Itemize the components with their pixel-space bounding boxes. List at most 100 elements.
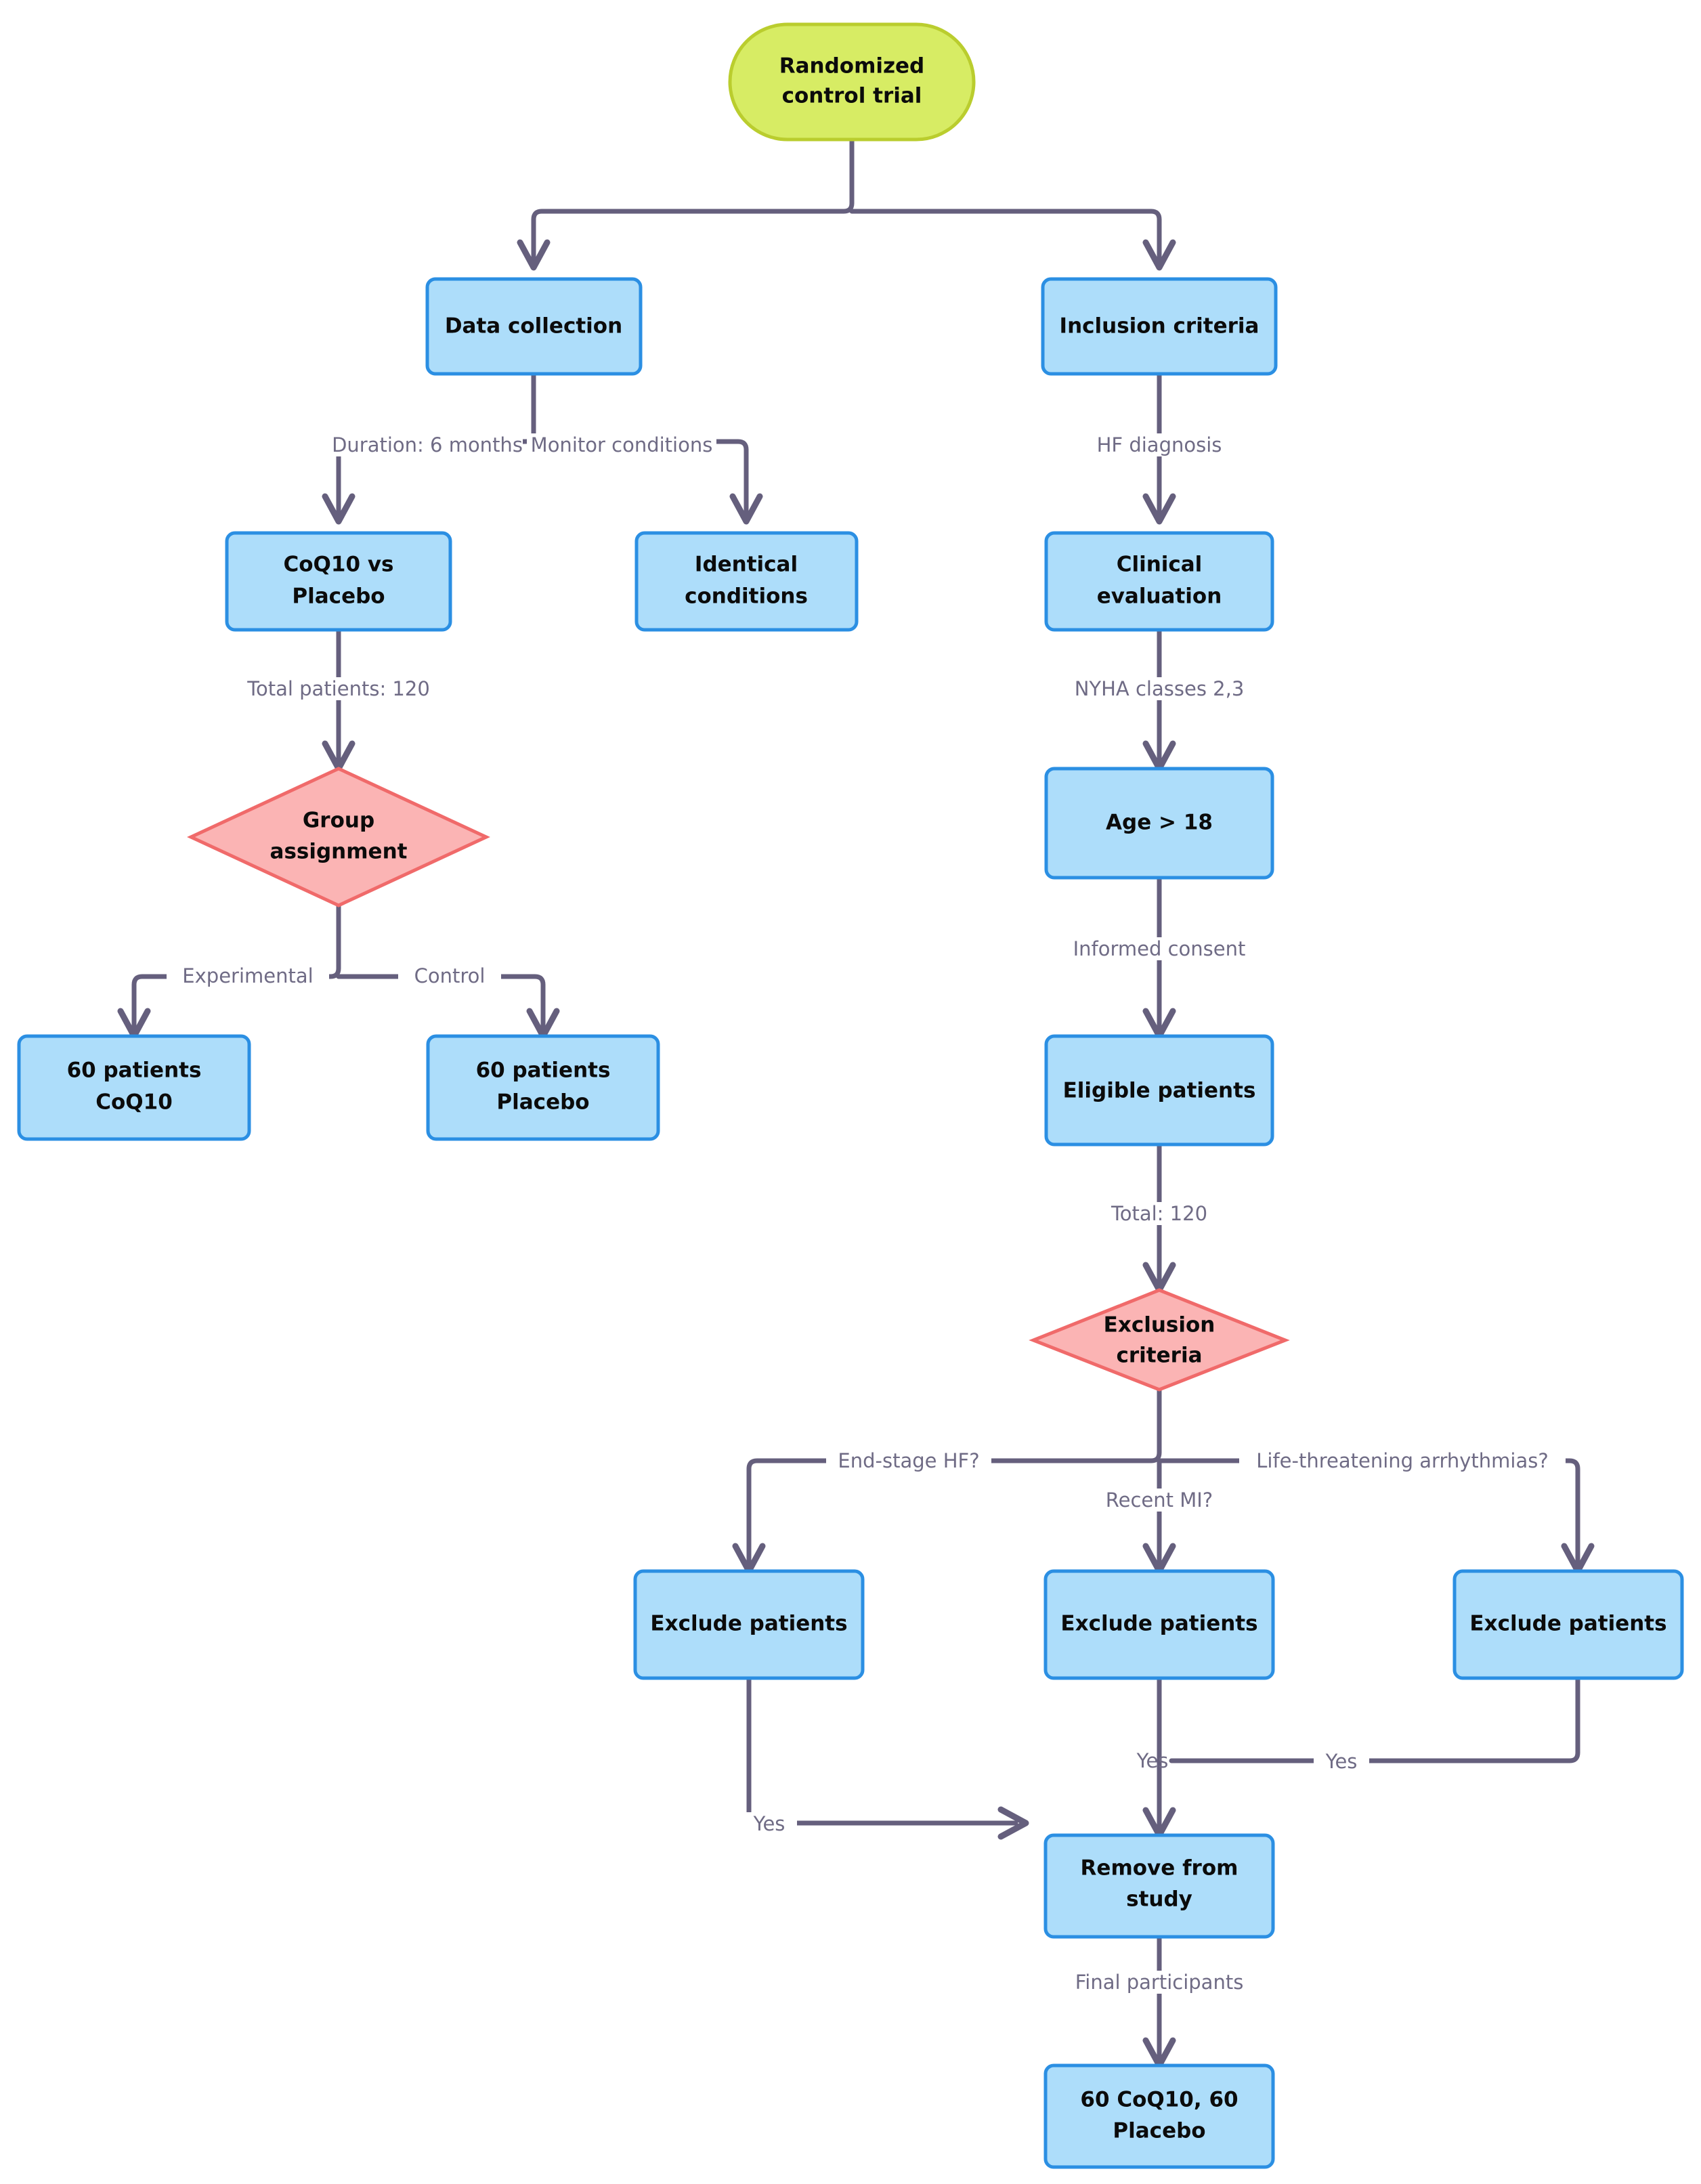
edge-start-right: [849, 209, 1162, 263]
node-identical-conditions-line-1: Identical: [695, 553, 798, 577]
edge-exclusion-left: [746, 1387, 1162, 1567]
node-final-counts-shape[interactable]: [1043, 2063, 1275, 2169]
node-identical-conditions[interactable]: Identical conditions: [634, 531, 859, 632]
arrow-start-to-inclusion: [1142, 239, 1176, 271]
node-eligible-patients-shape[interactable]: [1044, 1034, 1274, 1147]
edge-excluderight-remove: [1169, 1675, 1580, 1763]
node-remove-from-study-line-2: study: [1126, 1887, 1192, 1912]
edge-group-control: [336, 974, 546, 1032]
edge-label-total-120: Total: 120: [1111, 1202, 1207, 1225]
node-exclusion-criteria-line-1: Exclusion: [1104, 1313, 1215, 1337]
node-patients-placebo-shape[interactable]: [426, 1034, 660, 1141]
edge-label-experimental: Experimental: [182, 964, 313, 987]
edge-start-split: [531, 134, 855, 263]
edge-label-control: Control: [414, 964, 486, 987]
edge-label-bg-control: [398, 964, 501, 987]
edge-label-bg-monitor: [527, 433, 716, 456]
edge-label-bg-arrhythmias: [1239, 1449, 1566, 1472]
node-clinical-evaluation-line-2: evaluation: [1097, 584, 1222, 609]
arrow-to-identical-conditions: [729, 493, 763, 525]
edges-layer: [117, 134, 1595, 2069]
arrow-excludeleft-to-remove: [997, 1806, 1029, 1840]
nodes-layer: Randomized control trial Data collection…: [17, 22, 1684, 2169]
edge-label-yes-center: Yes: [1136, 1749, 1169, 1772]
node-age-over-18-shape[interactable]: [1044, 767, 1274, 880]
edge-label-bg-recentmi: [1098, 1489, 1222, 1512]
node-group-assignment[interactable]: Group assignment: [187, 767, 490, 907]
edge-label-monitor-conditions: Monitor conditions: [531, 433, 713, 456]
node-start-line-1: Randomized: [779, 54, 925, 79]
node-group-assignment-line-1: Group: [303, 809, 374, 833]
node-inclusion-criteria-shape[interactable]: [1041, 277, 1278, 376]
node-patients-placebo[interactable]: 60 patients Placebo: [426, 1034, 660, 1141]
node-patients-coq10-shape[interactable]: [17, 1034, 251, 1141]
node-inclusion-criteria-label: Inclusion criteria: [1060, 314, 1259, 339]
edge-label-bg-total-patients: [236, 677, 442, 700]
edge-label-bg-experimental: [167, 964, 329, 987]
node-remove-from-study-shape[interactable]: [1043, 1833, 1275, 1939]
node-exclude-left-label: Exclude patients: [650, 1612, 847, 1636]
edge-label-bg-nyha: [1055, 677, 1264, 700]
node-final-counts-line-1: 60 CoQ10, 60: [1080, 2088, 1238, 2112]
node-exclude-right-label: Exclude patients: [1469, 1612, 1666, 1636]
node-patients-coq10[interactable]: 60 patients CoQ10: [17, 1034, 251, 1141]
node-patients-placebo-line-2: Placebo: [496, 1090, 589, 1115]
node-age-over-18-label: Age > 18: [1106, 811, 1213, 835]
node-coq10-vs-placebo-line-2: Placebo: [292, 584, 385, 609]
edge-label-end-stage-hf: End-stage HF?: [838, 1449, 979, 1472]
edge-label-bg-duration: [332, 433, 523, 456]
node-exclude-left[interactable]: Exclude patients: [633, 1569, 865, 1680]
node-start-shape[interactable]: [728, 22, 976, 142]
edge-label-bg-finalparticipants: [1055, 1971, 1264, 1994]
node-data-collection-label: Data collection: [445, 314, 622, 339]
edge-label-nyha-classes: NYHA classes 2,3: [1075, 677, 1245, 700]
node-patients-coq10-line-1: 60 patients: [67, 1058, 202, 1083]
node-identical-conditions-shape[interactable]: [634, 531, 859, 632]
node-remove-from-study[interactable]: Remove from study: [1043, 1833, 1275, 1939]
edge-excludeleft-remove: [746, 1675, 1018, 1826]
edge-label-bg-hf: [1078, 433, 1241, 456]
node-exclude-center[interactable]: Exclude patients: [1043, 1569, 1275, 1680]
node-data-collection-shape[interactable]: [425, 277, 643, 376]
node-data-collection[interactable]: Data collection: [425, 277, 643, 376]
edge-label-recent-mi: Recent MI?: [1106, 1489, 1213, 1512]
edge-label-life-threatening: Life-threatening arrhythmias?: [1256, 1449, 1549, 1472]
node-clinical-evaluation[interactable]: Clinical evaluation: [1044, 531, 1274, 632]
node-identical-conditions-line-2: conditions: [685, 584, 808, 609]
arrow-to-coq10-placebo: [322, 493, 356, 525]
node-final-counts-line-2: Placebo: [1113, 2119, 1205, 2143]
node-start[interactable]: Randomized control trial: [728, 22, 976, 142]
node-eligible-patients[interactable]: Eligible patients: [1044, 1034, 1274, 1147]
node-exclude-left-shape[interactable]: [633, 1569, 865, 1680]
node-start-line-2: control trial: [782, 84, 922, 108]
node-exclude-center-shape[interactable]: [1043, 1569, 1275, 1680]
node-inclusion-criteria[interactable]: Inclusion criteria: [1041, 277, 1278, 376]
edge-label-bg-yesright: [1314, 1750, 1369, 1773]
edge-label-hf-diagnosis: HF diagnosis: [1097, 433, 1222, 456]
node-patients-coq10-line-2: CoQ10: [95, 1090, 173, 1115]
edge-label-bg-yesleft: [741, 1812, 797, 1835]
edge-label-bg-total120: [1094, 1202, 1224, 1225]
node-exclusion-criteria[interactable]: Exclusion criteria: [1029, 1288, 1290, 1392]
node-coq10-vs-placebo[interactable]: CoQ10 vs Placebo: [225, 531, 452, 632]
node-exclusion-criteria-shape[interactable]: [1029, 1288, 1290, 1392]
node-exclude-right[interactable]: Exclude patients: [1452, 1569, 1684, 1680]
edge-label-total-patients: Total patients: 120: [246, 677, 430, 700]
edge-label-yes-left: Yes: [753, 1812, 785, 1835]
node-coq10-vs-placebo-shape[interactable]: [225, 531, 452, 632]
node-group-assignment-line-2: assignment: [270, 840, 408, 864]
node-final-counts[interactable]: 60 CoQ10, 60 Placebo: [1043, 2063, 1275, 2169]
node-exclude-center-label: Exclude patients: [1060, 1612, 1257, 1636]
node-age-over-18[interactable]: Age > 18: [1044, 767, 1274, 880]
node-clinical-evaluation-shape[interactable]: [1044, 531, 1274, 632]
node-exclude-right-shape[interactable]: [1452, 1569, 1684, 1680]
node-exclusion-criteria-line-2: criteria: [1117, 1344, 1203, 1368]
edge-label-final-participants: Final participants: [1075, 1971, 1244, 1994]
arrow-start-to-data-collection: [517, 239, 551, 271]
edge-label-yes-right: Yes: [1325, 1750, 1358, 1773]
edge-label-informed-consent: Informed consent: [1073, 937, 1246, 960]
node-group-assignment-shape[interactable]: [187, 767, 490, 907]
node-remove-from-study-line-1: Remove from: [1081, 1856, 1239, 1881]
edge-exclusion-right: [1157, 1458, 1580, 1567]
